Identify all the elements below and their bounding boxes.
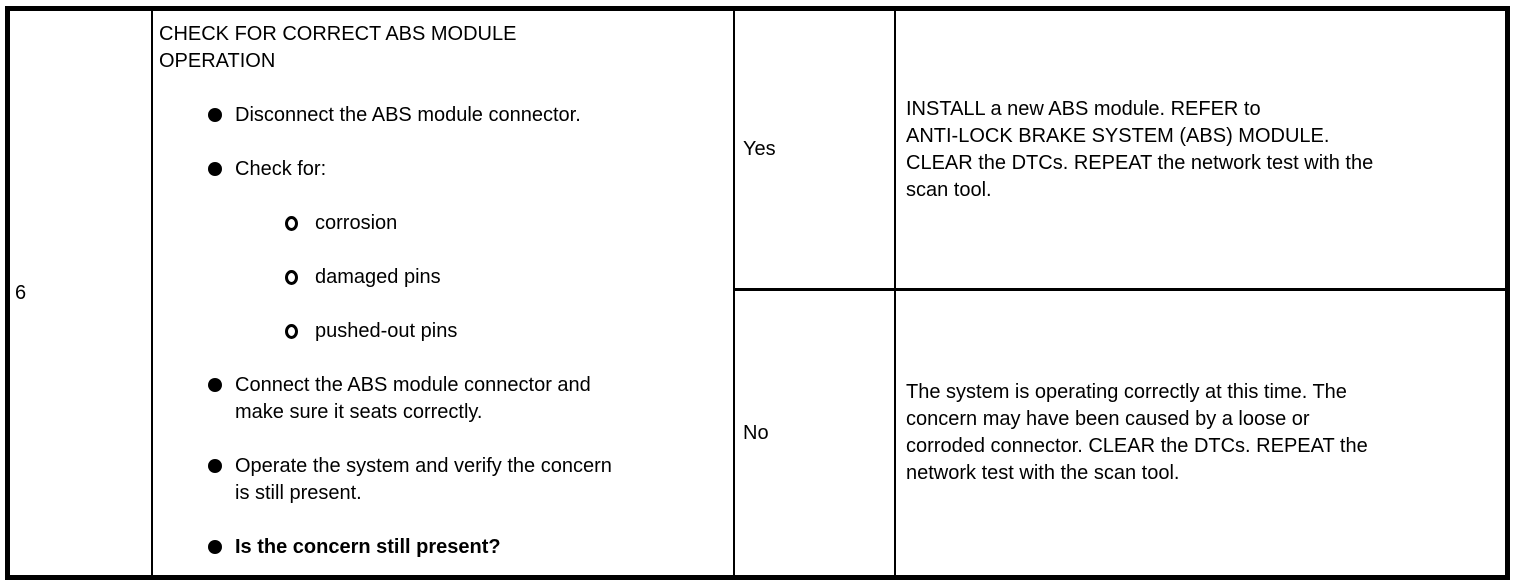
filled-bullet-icon	[208, 378, 222, 392]
filled-bullet-icon	[208, 162, 222, 176]
open-bullet-icon	[285, 270, 298, 285]
answer-no-label: No	[743, 421, 769, 444]
answer-yes-label: Yes	[743, 138, 776, 160]
open-bullet-icon	[285, 324, 298, 339]
list-item: corrosion	[159, 210, 727, 237]
filled-bullet-icon	[208, 459, 222, 473]
test-procedure-cell: CHECK FOR CORRECT ABS MODULE OPERATION D…	[153, 11, 735, 575]
list-item-text: Disconnect the ABS module connector.	[235, 104, 581, 126]
list-item: Is the concern still present?	[159, 534, 727, 561]
answer-yes-cell: Yes	[735, 11, 896, 291]
step-number-cell: 6	[10, 11, 153, 575]
list-item-text: corrosion	[315, 212, 398, 234]
list-item-text: Check for:	[235, 158, 327, 180]
filled-bullet-icon	[208, 540, 222, 554]
list-item-text: Is the concern still present?	[235, 536, 501, 558]
list-item: Disconnect the ABS module connector.	[159, 102, 727, 129]
filled-bullet-icon	[208, 108, 222, 122]
result-yes-text: INSTALL a new ABS module. REFER to ANTI-…	[906, 97, 1374, 201]
procedure-bullet-list: Disconnect the ABS module connector. Che…	[159, 102, 727, 561]
list-item: damaged pins	[159, 264, 727, 291]
result-yes-cell: INSTALL a new ABS module. REFER to ANTI-…	[896, 11, 1505, 291]
pinpoint-test-table: 6 CHECK FOR CORRECT ABS MODULE OPERATION…	[5, 6, 1510, 580]
open-bullet-icon	[285, 216, 298, 231]
result-no-text: The system is operating correctly at thi…	[906, 381, 1368, 484]
list-item: Connect the ABS module connector and mak…	[159, 372, 727, 426]
list-item-text: Connect the ABS module connector and mak…	[235, 374, 591, 423]
step-number: 6	[15, 281, 27, 304]
test-title: CHECK FOR CORRECT ABS MODULE OPERATION	[159, 23, 517, 72]
list-item-text: damaged pins	[315, 266, 441, 288]
test-step-row: 6 CHECK FOR CORRECT ABS MODULE OPERATION…	[10, 11, 1505, 575]
list-item: Check for:	[159, 156, 727, 183]
list-item: pushed-out pins	[159, 318, 727, 345]
list-item: Operate the system and verify the concer…	[159, 453, 727, 507]
list-item-text: Operate the system and verify the concer…	[235, 455, 612, 504]
answer-no-cell: No	[735, 291, 896, 575]
result-no-cell: The system is operating correctly at thi…	[896, 291, 1505, 575]
list-item-text: pushed-out pins	[315, 320, 458, 342]
